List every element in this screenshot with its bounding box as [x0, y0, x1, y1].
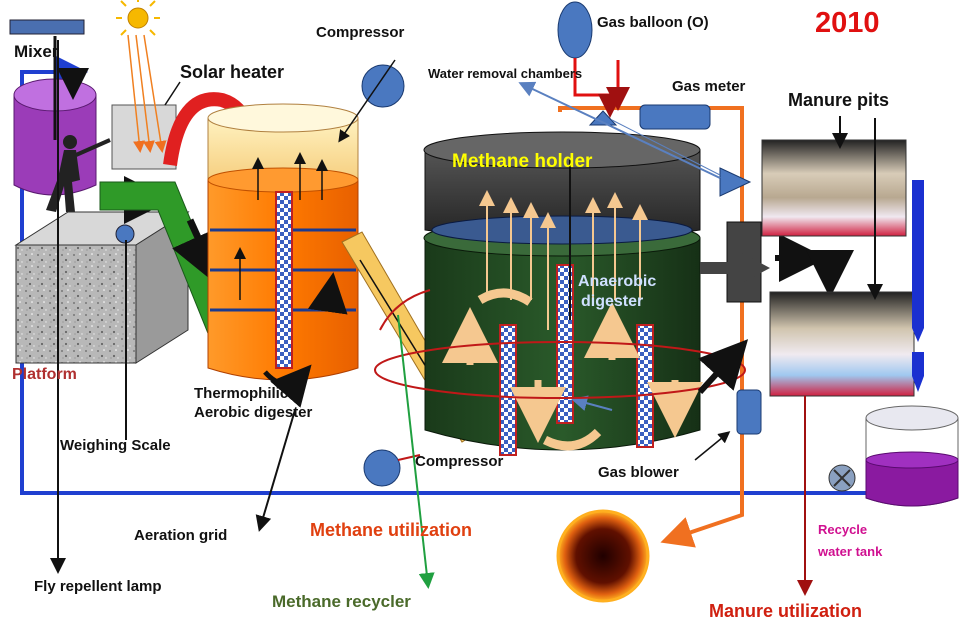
fly-repellent-lamp-label: Fly repellent lamp [34, 578, 162, 595]
gas-blower-icon [736, 389, 762, 435]
gas-blower-label: Gas blower [598, 464, 679, 481]
manure-pit-upper [761, 139, 907, 237]
manure-pits-label: Manure pits [788, 90, 890, 110]
compressor-top-label: Compressor [316, 24, 405, 41]
recycle-label: Recycle [818, 522, 868, 537]
gas-blower-pointer [694, 431, 731, 461]
aerobic-digester-label: Aerobic digester [194, 404, 313, 421]
year-label: 2010 [815, 7, 880, 39]
compressor-icon [338, 59, 405, 143]
valve-icon [828, 464, 856, 492]
thermophilic-aerobic-digester [207, 103, 359, 408]
aeration-grid-label: Aeration grid [134, 527, 228, 544]
solar-heater-pointer [164, 81, 181, 106]
anaerobic-label: Anaerobic [578, 273, 657, 290]
water-removal-chamber [518, 81, 752, 197]
digester-label: digester [581, 293, 644, 310]
platform-label: Platform [12, 366, 77, 383]
recycle-water-tank [865, 405, 959, 507]
thermophilic-label: Thermophilic [194, 385, 289, 402]
manure-utilization-label: Manure utilization [709, 601, 862, 621]
platform-block [14, 211, 190, 364]
methane-recycler-label: Methane recycler [272, 592, 411, 611]
water-removal-label: Water removal chambers [428, 66, 583, 81]
gas-meter-label: Gas meter [672, 78, 746, 95]
sun-icon [116, 0, 167, 153]
solar-heater-label: Solar heater [180, 62, 285, 82]
weighing-scale-label: Weighing Scale [60, 437, 171, 454]
gas-balloon-label: Gas balloon (O) [597, 14, 709, 31]
gas-meter-icon [639, 104, 711, 130]
gas-balloon-icon [557, 1, 630, 118]
pointer-lines [50, 40, 296, 574]
water-tank-label: water tank [818, 544, 883, 559]
compressor-bottom-label: Compressor [415, 453, 504, 470]
compressor-icon [363, 449, 421, 487]
anaerobic-digester [423, 131, 703, 456]
manure-pit-lower [769, 291, 915, 397]
methane-recycler-pointer [397, 314, 435, 589]
outflow-junction [697, 221, 854, 395]
methane-holder-label: Methane holder [452, 151, 593, 172]
flame-icon [556, 509, 650, 603]
mixer [9, 19, 97, 196]
orange-gas-pipe [558, 106, 744, 548]
mixer-label: Mixer [14, 42, 59, 61]
methane-utilization-label: Methane utilization [310, 520, 472, 540]
